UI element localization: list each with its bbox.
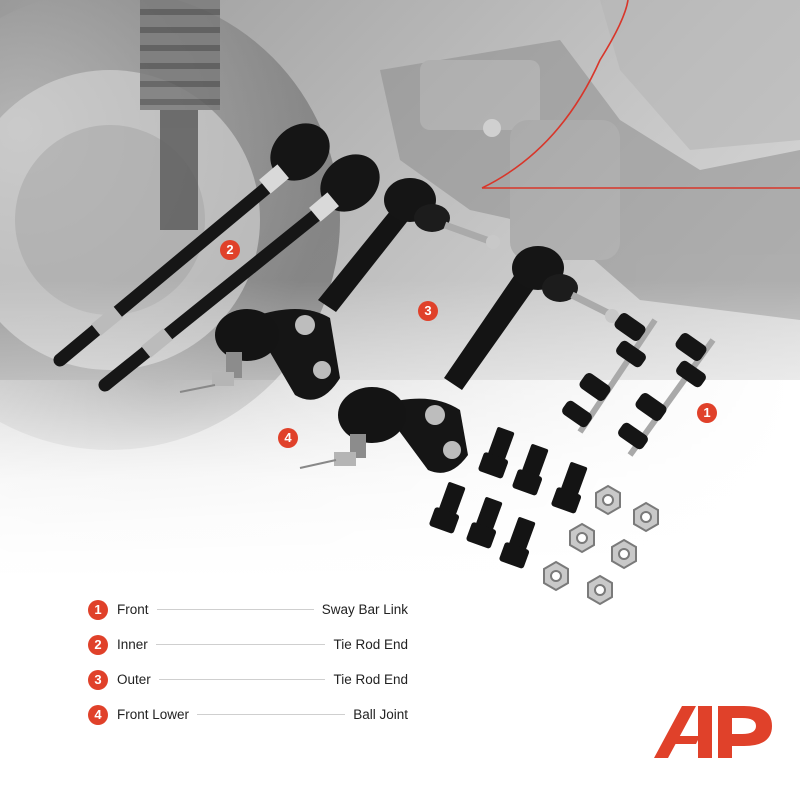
legend-position: Front Lower bbox=[117, 707, 190, 722]
legend-number: 4 bbox=[88, 704, 108, 725]
legend-number: 3 bbox=[88, 669, 108, 690]
marker-ball-joint: 4 bbox=[278, 428, 298, 448]
legend-number: 1 bbox=[88, 599, 108, 620]
legend-row: 1 Front Sway Bar Link bbox=[88, 592, 408, 627]
legend-row: 2 Inner Tie Rod End bbox=[88, 627, 408, 662]
sway-bar-link-right bbox=[618, 332, 716, 457]
outer-tie-rod-end-lower bbox=[444, 246, 619, 390]
sway-bar-link-left bbox=[562, 312, 658, 434]
background-fade-lower bbox=[0, 380, 800, 800]
legend-leader-line bbox=[156, 609, 314, 610]
ball-joint-lower bbox=[299, 387, 468, 473]
ap-brand-logo-icon bbox=[654, 706, 772, 758]
bolts bbox=[429, 427, 588, 569]
marker-inner-tie-rod: 2 bbox=[220, 240, 240, 260]
legend-position: Outer bbox=[117, 672, 151, 687]
legend-part-name: Tie Rod End bbox=[333, 672, 408, 687]
inner-tie-rod-left bbox=[53, 123, 330, 367]
marker-sway-bar-link: 1 bbox=[697, 403, 717, 423]
ball-joint-upper bbox=[179, 309, 340, 400]
outer-tie-rod-end-upper bbox=[318, 178, 500, 312]
legend-leader-line bbox=[155, 644, 326, 645]
legend-leader-line bbox=[197, 714, 346, 715]
legend-row: 3 Outer Tie Rod End bbox=[88, 662, 408, 697]
legend-number: 2 bbox=[88, 634, 108, 655]
marker-outer-tie-rod: 3 bbox=[418, 301, 438, 321]
legend-leader-line bbox=[158, 679, 326, 680]
inner-tie-rod-right bbox=[98, 154, 380, 392]
legend-part-name: Sway Bar Link bbox=[321, 602, 408, 617]
legend-part-name: Tie Rod End bbox=[333, 637, 408, 652]
legend-position: Inner bbox=[117, 637, 148, 652]
nuts bbox=[543, 484, 659, 606]
legend-position: Front bbox=[117, 602, 149, 617]
legend-part-name: Ball Joint bbox=[353, 707, 408, 722]
legend-row: 4 Front Lower Ball Joint bbox=[88, 697, 408, 732]
parts-legend: 1 Front Sway Bar Link 2 Inner Tie Rod En… bbox=[88, 592, 408, 732]
